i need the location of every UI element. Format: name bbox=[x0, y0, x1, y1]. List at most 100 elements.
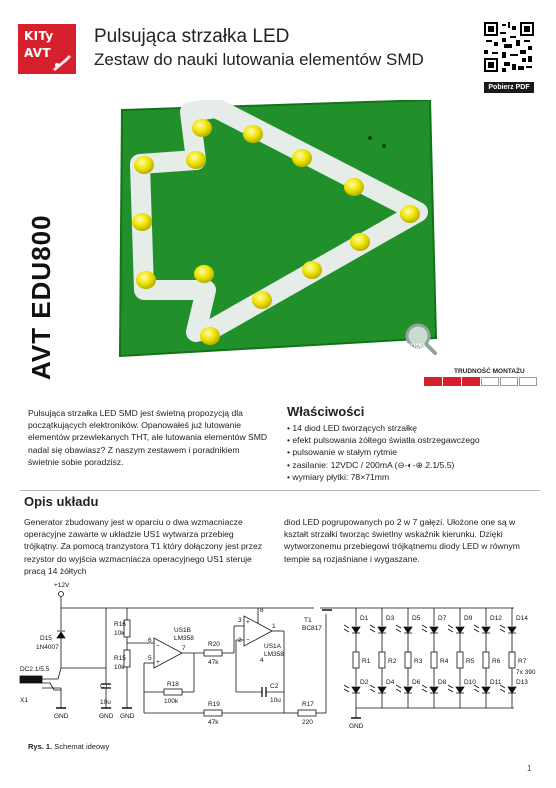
difficulty-segment bbox=[424, 377, 442, 386]
branch-resistor bbox=[508, 651, 516, 669]
pcb-photo bbox=[118, 100, 438, 358]
led-bottom-symbol bbox=[481, 686, 491, 694]
r19-label: R19 bbox=[208, 701, 220, 708]
r20-value: 47k bbox=[208, 659, 219, 666]
led-bottom-label: D2 bbox=[360, 679, 369, 686]
light-ray bbox=[499, 624, 506, 629]
resistor-label: R5 bbox=[466, 658, 475, 665]
resistor-label: R4 bbox=[440, 658, 449, 665]
r19-value: 47k bbox=[208, 719, 219, 726]
logo-line2: AVT bbox=[24, 46, 51, 60]
t1-label: T1 bbox=[304, 617, 312, 624]
led-top-symbol bbox=[429, 626, 439, 634]
dc-jack-label: DC2.1/5.5 bbox=[20, 666, 50, 673]
resistor-label: R7 bbox=[518, 658, 527, 665]
led-top-symbol bbox=[351, 626, 361, 634]
d15-diode-symbol bbox=[56, 631, 66, 639]
light-ray bbox=[421, 688, 428, 693]
r17-label: R17 bbox=[302, 701, 314, 708]
svg-text:+: + bbox=[246, 619, 250, 626]
circuit-description-col1: Generator zbudowany jest w oparciu o dwa… bbox=[24, 517, 263, 576]
led-bottom-label: D13 bbox=[516, 679, 528, 686]
schematic-diagram: +12V D15 1N4007 DC2.1/5.5 X1 GND C1 10u … bbox=[19, 582, 536, 730]
led-top-label: D9 bbox=[464, 615, 473, 622]
r16-value: 10k bbox=[114, 630, 125, 637]
led bbox=[194, 265, 214, 283]
led-top-symbol bbox=[403, 626, 413, 634]
caption-label: Rys. 1. bbox=[28, 742, 53, 751]
led-top-label: D3 bbox=[386, 615, 395, 622]
us1b-label: US1B bbox=[174, 627, 191, 634]
led-top-label: D1 bbox=[360, 615, 369, 622]
light-ray bbox=[395, 628, 402, 633]
light-ray bbox=[369, 628, 376, 633]
pin-label: 7 bbox=[182, 645, 186, 652]
led bbox=[243, 125, 263, 143]
light-ray bbox=[473, 688, 480, 693]
r15-value: 10k bbox=[114, 664, 125, 671]
c1-label: C1 bbox=[100, 683, 109, 690]
light-ray bbox=[343, 684, 350, 689]
light-ray bbox=[421, 684, 428, 689]
branch-resistor bbox=[456, 651, 464, 669]
feature-item: wymiary płytki: 78×71mm bbox=[287, 471, 537, 483]
led bbox=[136, 271, 156, 289]
led bbox=[400, 205, 420, 223]
led-top-symbol bbox=[481, 626, 491, 634]
difficulty-meter bbox=[424, 377, 537, 386]
light-ray bbox=[395, 684, 402, 689]
light-ray bbox=[447, 624, 454, 629]
light-ray bbox=[421, 628, 428, 633]
download-pdf-button[interactable]: Pobierz PDF bbox=[484, 82, 534, 93]
difficulty-segment bbox=[481, 377, 499, 386]
r17-value: 220 bbox=[302, 719, 313, 726]
led-top-label: D7 bbox=[438, 615, 447, 622]
light-ray bbox=[369, 688, 376, 693]
light-ray bbox=[369, 624, 376, 629]
light-ray bbox=[499, 684, 506, 689]
product-description: Pulsująca strzałka LED SMD jest świetną … bbox=[28, 408, 268, 467]
kity-avt-logo: KITy AVT bbox=[18, 24, 76, 74]
light-ray bbox=[473, 628, 480, 633]
gnd-label: GND bbox=[120, 713, 135, 720]
led bbox=[192, 119, 212, 137]
us1a-opamp bbox=[243, 615, 273, 647]
qr-code-icon[interactable] bbox=[484, 22, 534, 72]
led bbox=[344, 178, 364, 196]
led bbox=[350, 233, 370, 251]
circuit-description-col2: diod LED pogrupowanych po 2 w 7 gałęzi. … bbox=[284, 517, 520, 564]
light-ray bbox=[395, 624, 402, 629]
zoom-icon[interactable]: ZOOM bbox=[404, 322, 438, 356]
led bbox=[134, 156, 154, 174]
r18-resistor bbox=[163, 688, 183, 696]
led-bottom-symbol bbox=[455, 686, 465, 694]
difficulty-segment bbox=[443, 377, 461, 386]
pin-label: 5 bbox=[148, 655, 152, 662]
pin-label: 6 bbox=[148, 637, 152, 644]
led-bottom-symbol bbox=[377, 686, 387, 694]
led-bottom-symbol bbox=[507, 686, 517, 694]
pin-label: 4 bbox=[260, 657, 264, 664]
r20-resistor bbox=[203, 649, 223, 657]
d15-label: D15 bbox=[40, 635, 52, 642]
r18-label: R18 bbox=[167, 681, 179, 688]
figure-caption: Rys. 1. Schemat ideowy bbox=[28, 742, 109, 751]
led bbox=[200, 327, 220, 345]
d15-type: 1N4007 bbox=[36, 644, 59, 651]
page-number: 1 bbox=[527, 764, 532, 773]
resistor-label: R6 bbox=[492, 658, 501, 665]
feature-item: zasilanie: 12VDC / 200mA (⊖-◐-⊕ 2.1/5.5) bbox=[287, 459, 537, 471]
r17-resistor bbox=[297, 709, 317, 717]
features-title: Właściwości bbox=[287, 404, 365, 419]
zoom-label: ZOOM bbox=[407, 344, 425, 350]
difficulty-segment bbox=[462, 377, 480, 386]
branch-resistor bbox=[378, 651, 386, 669]
gnd-label: GND bbox=[99, 713, 114, 720]
led-bottom-symbol bbox=[351, 686, 361, 694]
branch-resistor bbox=[404, 651, 412, 669]
branch-resistor bbox=[430, 651, 438, 669]
gnd-label: GND bbox=[349, 723, 364, 730]
r15-label: R15 bbox=[114, 655, 126, 662]
resistor-label: R2 bbox=[388, 658, 397, 665]
led bbox=[252, 291, 272, 309]
